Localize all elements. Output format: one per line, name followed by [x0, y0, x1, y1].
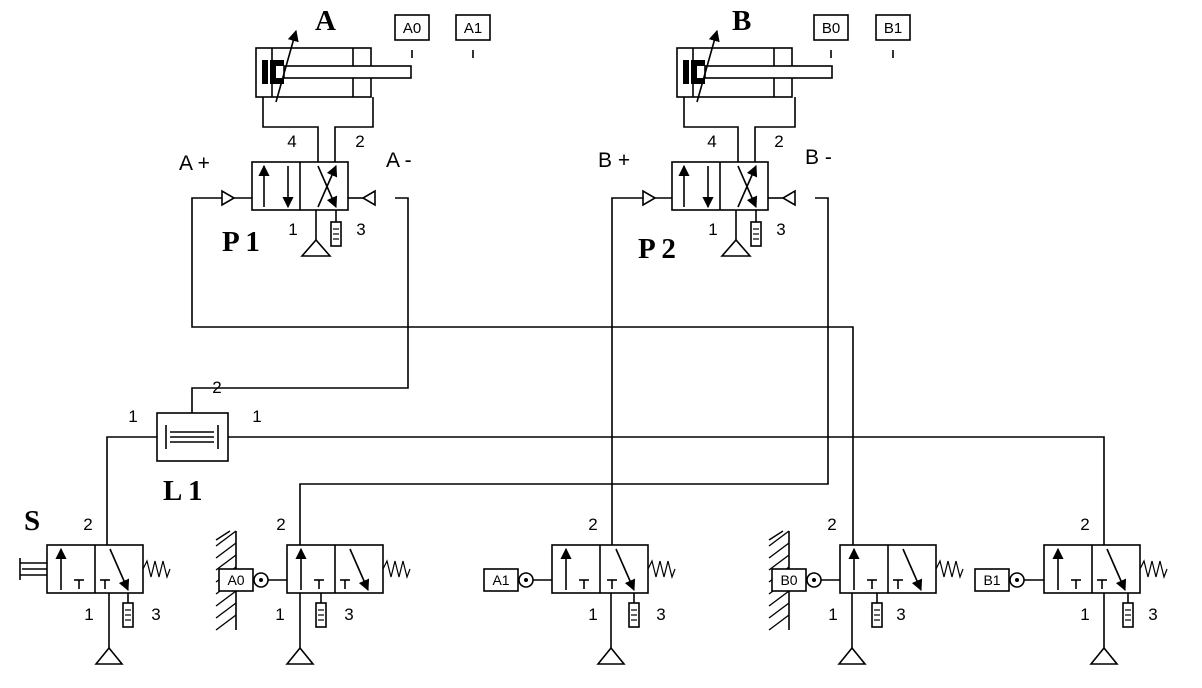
cylinder-b-cushion-arrow	[696, 29, 720, 103]
p1-port-2: 2	[355, 132, 364, 151]
p2-pilot-b-plus: B +	[598, 149, 630, 172]
b1-port-3: 3	[1148, 605, 1157, 624]
b0-port-3: 3	[896, 605, 905, 624]
a0-port-3: 3	[344, 605, 353, 624]
l1-port-in-right: 1	[252, 407, 261, 426]
a1-actuator-tag	[483, 568, 519, 592]
a0-supply-triangle	[285, 646, 315, 665]
a1-port-3: 3	[656, 605, 665, 624]
a0-port-2: 2	[276, 515, 285, 534]
a1-port-1: 1	[588, 605, 597, 624]
signal-valve-a1: A1 2 1 3	[483, 515, 676, 665]
p1-port-3: 3	[356, 220, 365, 239]
l1-label: L 1	[163, 475, 203, 507]
power-valve-p1: 4 2 1 3 A + A - P 1	[179, 132, 412, 258]
a0-actuator-text: A0	[227, 572, 244, 588]
cylinder-b: B B0 B1	[676, 5, 911, 103]
p1-pilot-a-minus: A -	[386, 149, 412, 172]
cylinder-a-label: A	[315, 5, 336, 37]
p2-pilot-b-minus: B -	[805, 146, 832, 169]
b1-actuator-text: B1	[983, 572, 1000, 588]
cylinder-a-cushion-arrow	[275, 29, 299, 103]
tag-a0-text: A0	[403, 20, 421, 37]
cylinder-b-label: B	[732, 5, 751, 37]
power-valve-p2: 4 2 1 3 B + B - P 2	[598, 132, 832, 265]
pipe-b-port4	[683, 97, 739, 162]
s-port-2: 2	[83, 515, 92, 534]
pipe-a-port4	[262, 97, 319, 162]
p1-port-4: 4	[287, 132, 296, 151]
tag-a1-text: A1	[464, 20, 482, 37]
l1-port-out: 2	[212, 378, 221, 397]
a1-actuator-text: A1	[492, 572, 509, 588]
p2-port-3: 3	[776, 220, 785, 239]
tag-b1-text: B1	[884, 20, 902, 37]
p1-supply-triangle	[300, 238, 332, 257]
signal-valve-s: 2 1 3 S	[19, 505, 171, 665]
a0-port-1: 1	[275, 605, 284, 624]
tag-b1-box	[875, 14, 911, 41]
b1-port-2: 2	[1080, 515, 1089, 534]
signal-valve-a0: A0 2 1 3	[215, 515, 411, 665]
b0-port-2: 2	[827, 515, 836, 534]
s-label: S	[24, 505, 40, 537]
tag-b0-box	[813, 14, 849, 41]
a1-supply-triangle	[596, 646, 626, 665]
b1-actuator-tag	[974, 568, 1010, 592]
pipe-l1-to-s	[106, 436, 157, 545]
b1-supply-triangle	[1089, 646, 1119, 665]
p2-label: P 2	[638, 233, 676, 265]
p1-pilot-a-plus: A +	[179, 152, 210, 175]
tag-b0-text: B0	[822, 20, 840, 37]
tag-a0-box	[394, 14, 430, 41]
pipe-b-plus-to-a1	[611, 197, 643, 545]
piping	[106, 97, 1105, 545]
s-port-3: 3	[151, 605, 160, 624]
s-supply-triangle	[94, 646, 124, 665]
b0-actuator-text: B0	[780, 572, 797, 588]
b0-actuator-tag	[771, 568, 807, 592]
pipe-a-port2	[334, 97, 374, 162]
pipe-a-plus-to-b0	[191, 197, 854, 545]
p1-label: P 1	[222, 226, 260, 258]
p2-port-2: 2	[774, 132, 783, 151]
a0-actuator-tag	[218, 568, 254, 592]
pipe-l1-to-b1	[228, 436, 1105, 545]
logic-element-l1: 2 1 1 L 1	[128, 378, 261, 507]
l1-port-in-left: 1	[128, 407, 137, 426]
pipe-a-minus-to-l1	[191, 197, 409, 413]
p2-port-4: 4	[707, 132, 716, 151]
a1-port-2: 2	[588, 515, 597, 534]
cylinder-a: A A0 A1	[255, 5, 491, 103]
b0-supply-triangle	[837, 646, 867, 665]
p2-port-1: 1	[708, 220, 717, 239]
tag-a1-box	[455, 14, 491, 41]
p1-port-1: 1	[288, 220, 297, 239]
signal-valve-b0: B0 2 1 3	[768, 515, 964, 665]
p2-supply-triangle	[720, 238, 752, 257]
pipe-b-port2	[754, 97, 796, 162]
s-port-1: 1	[84, 605, 93, 624]
b0-port-1: 1	[828, 605, 837, 624]
b1-port-1: 1	[1080, 605, 1089, 624]
pipe-b-minus-to-a0	[299, 197, 829, 545]
signal-valve-b1: B1 2 1 3	[974, 515, 1168, 665]
